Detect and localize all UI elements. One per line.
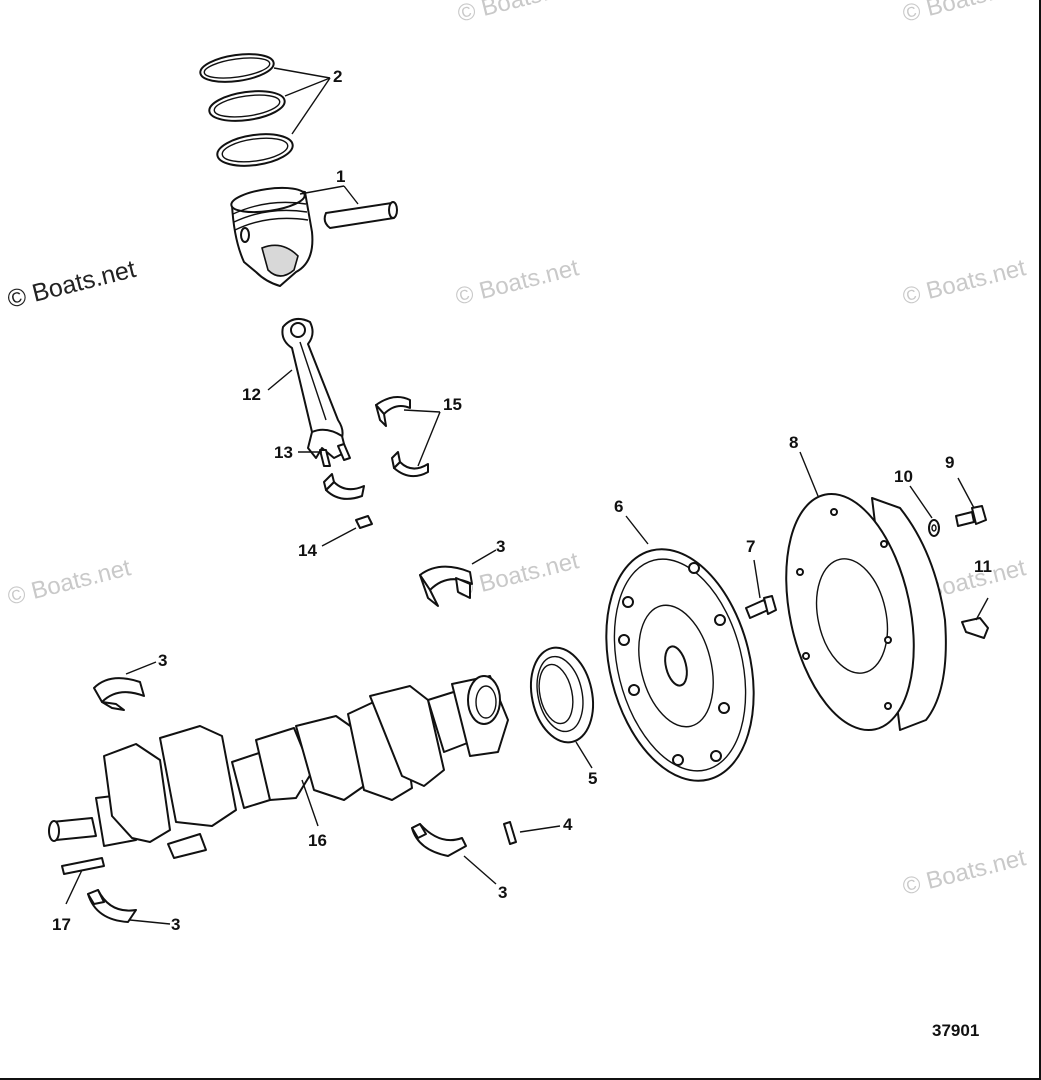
callout-10: 10	[894, 467, 913, 486]
callout-3-lower-left: 3	[171, 915, 180, 934]
main-bearing-lower-center	[411, 823, 467, 857]
callout-3-lower-center: 3	[498, 883, 507, 902]
callout-15: 15	[443, 395, 462, 414]
watermark: © Boats.net	[900, 0, 1029, 28]
callout-8: 8	[789, 433, 798, 452]
watermark: © Boats.net	[900, 844, 1029, 901]
piston-rings	[199, 53, 294, 167]
washer	[928, 519, 940, 537]
rear-main-seal	[530, 646, 594, 744]
watermark: © Boats.net	[453, 254, 582, 311]
callout-1: 1	[336, 167, 345, 186]
crankshaft	[48, 675, 509, 859]
connecting-rod	[281, 317, 351, 467]
rod-bearing-lower	[391, 451, 429, 478]
callout-17: 17	[52, 915, 71, 934]
callout-14: 14	[298, 541, 317, 560]
cover-bolt	[955, 505, 987, 527]
callout-2: 2	[333, 67, 342, 86]
key	[503, 821, 517, 845]
flywheel-cover	[785, 492, 947, 732]
callout-6: 6	[614, 497, 623, 516]
leader-lines	[65, 67, 989, 925]
callout-16: 16	[308, 831, 327, 850]
callout-12: 12	[242, 385, 261, 404]
callout-11: 11	[974, 557, 992, 576]
flywheel	[605, 548, 755, 782]
rod-bearing-upper	[375, 395, 411, 427]
clip	[961, 617, 989, 639]
main-bearing-upper-center	[419, 565, 473, 607]
watermark: © Boats.net	[5, 255, 139, 314]
dowel-pin	[61, 857, 105, 875]
piston	[230, 186, 398, 287]
callout-3-upper-center: 3	[496, 537, 505, 556]
callout-5: 5	[588, 769, 597, 788]
callout-7: 7	[746, 537, 755, 556]
watermark: © Boats.net	[5, 554, 134, 611]
watermark: © Boats.net	[453, 547, 582, 604]
rod-nut	[355, 515, 373, 529]
rod-bearing-lower-2	[323, 473, 365, 500]
reference-number: 37901	[932, 1021, 979, 1040]
flywheel-bolt	[745, 595, 777, 619]
callout-9: 9	[945, 453, 954, 472]
callout-13: 13	[274, 443, 293, 462]
watermark: © Boats.net	[900, 254, 1029, 311]
main-bearing-upper-left	[93, 677, 145, 711]
main-bearing-lower-left	[87, 889, 137, 923]
watermark: © Boats.net	[455, 0, 584, 28]
callout-3-upper-left: 3	[158, 651, 167, 670]
callout-4: 4	[563, 815, 573, 834]
callout-labels: 2 1 12 13 15 14 3 3 3 3 4 5 6 7 8 9 10 1…	[52, 67, 992, 934]
